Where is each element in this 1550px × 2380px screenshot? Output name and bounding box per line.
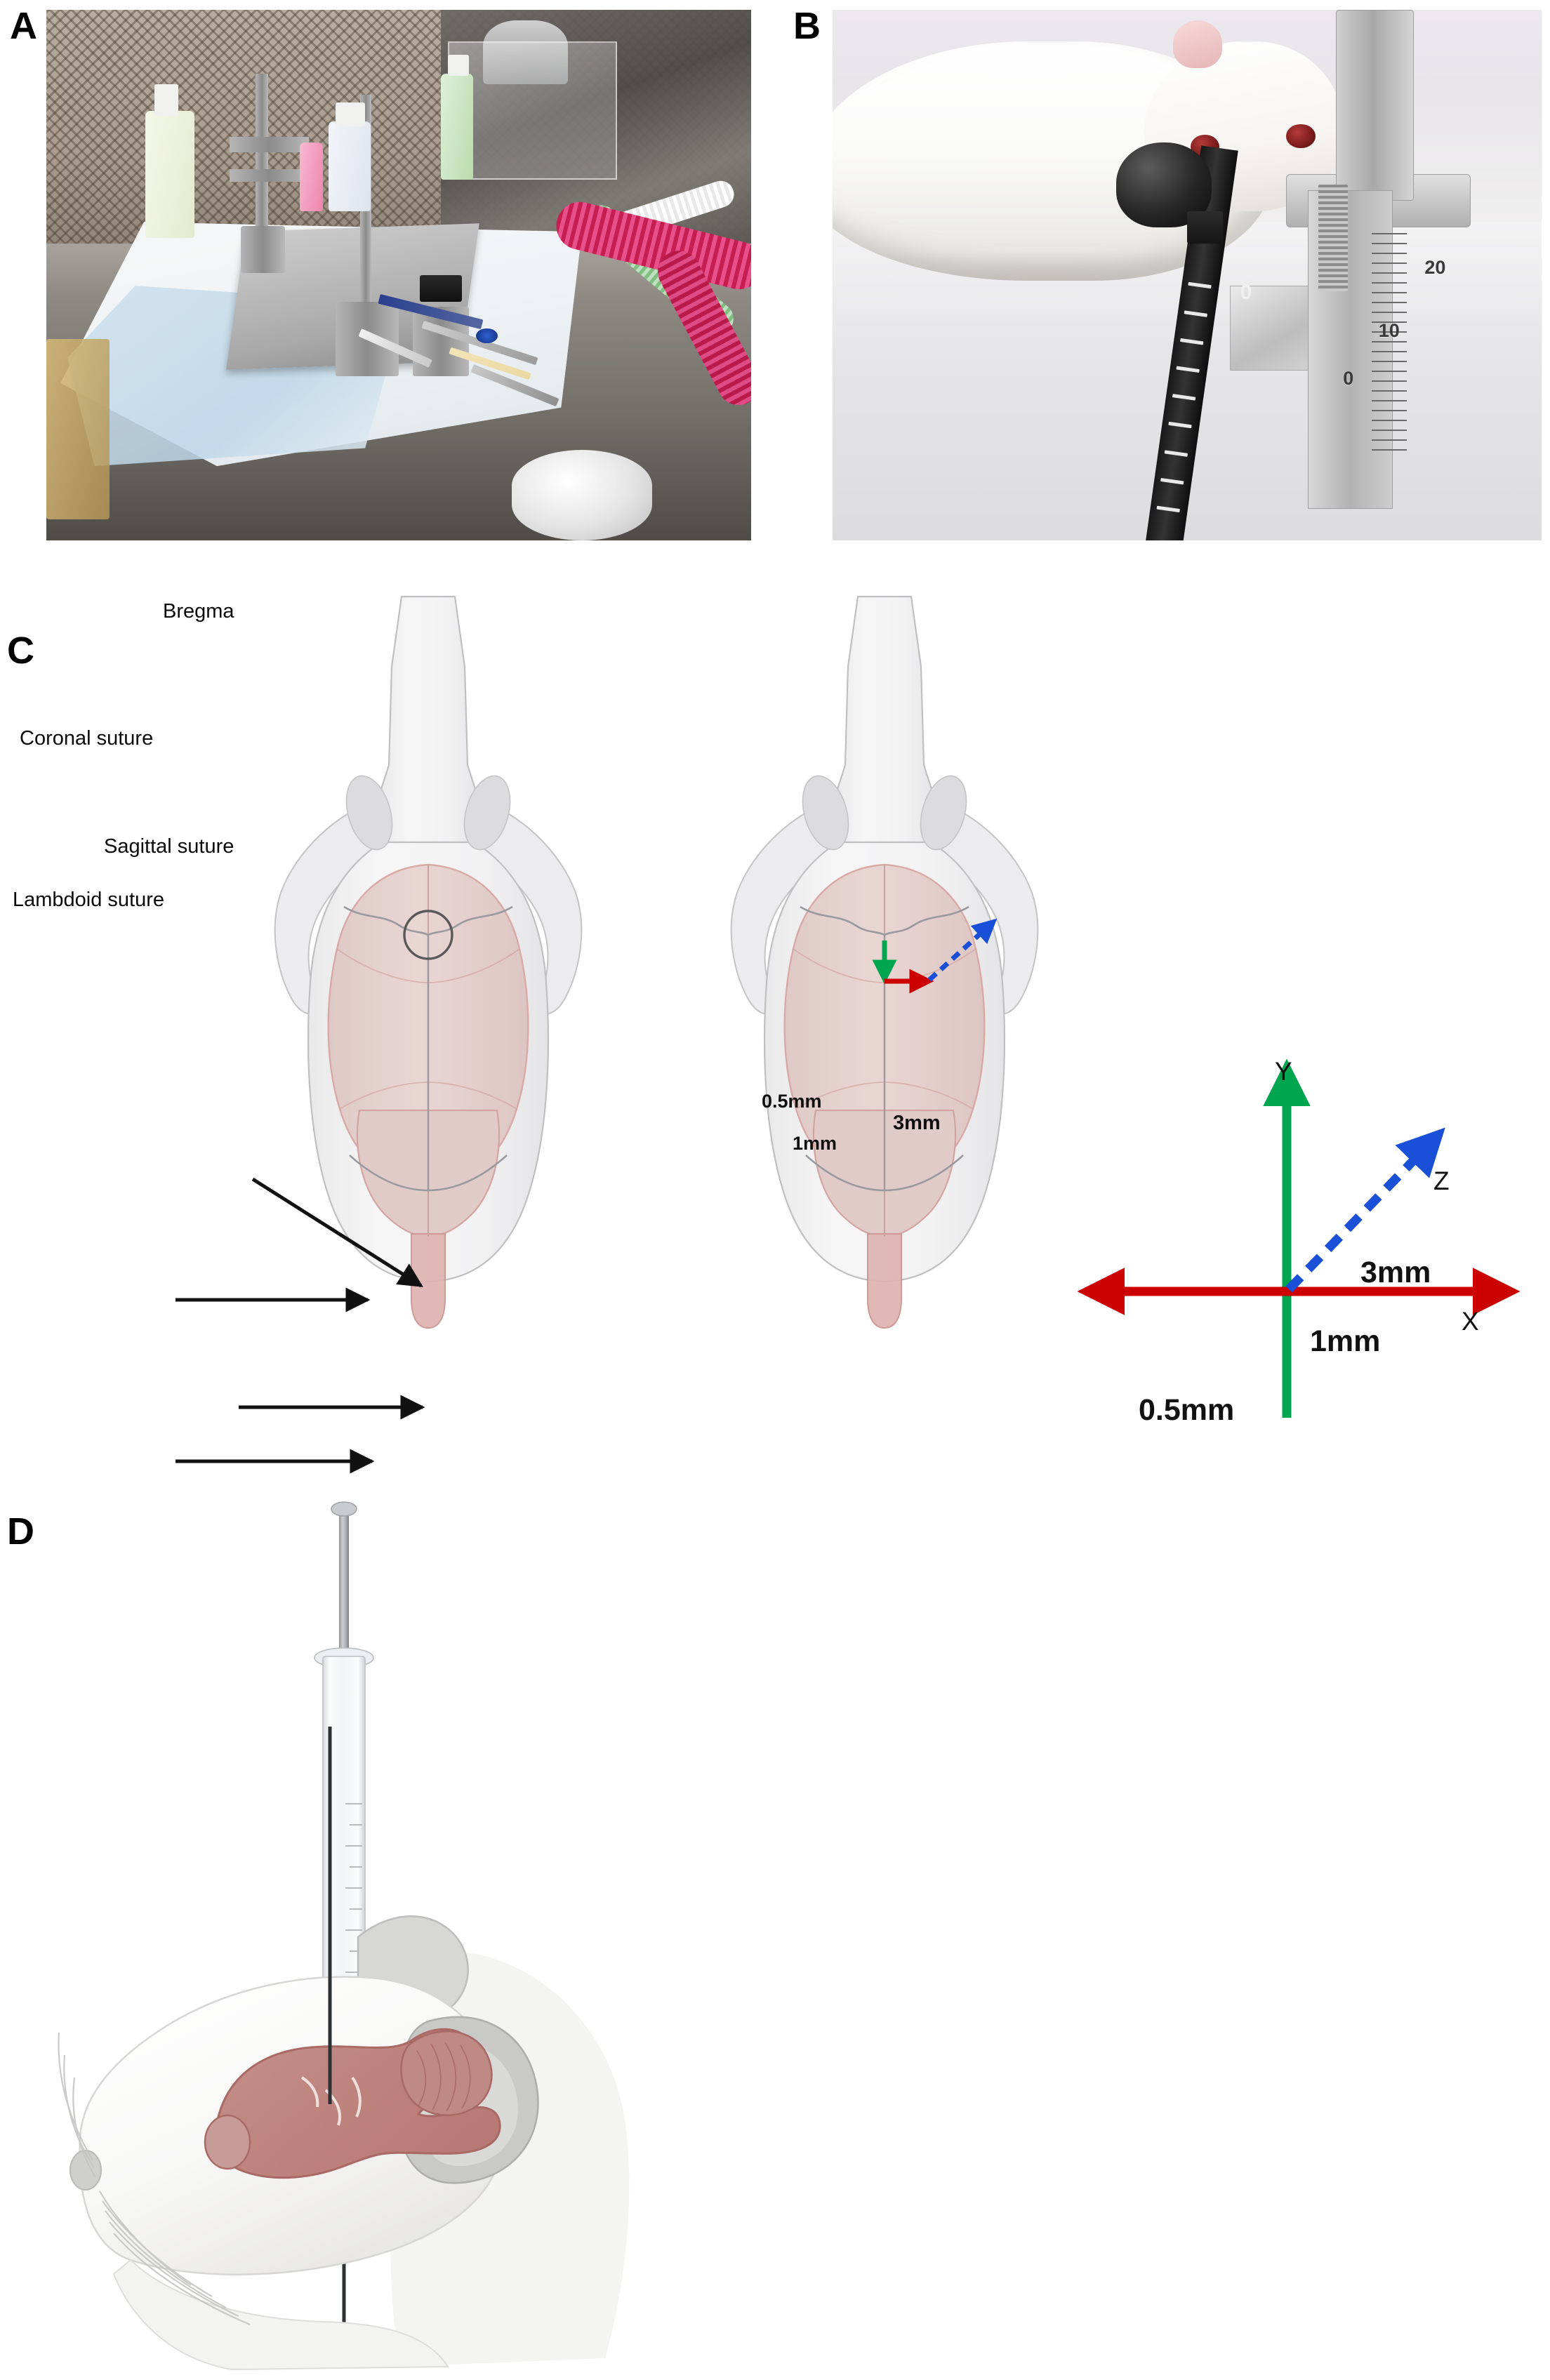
spray-bottle <box>145 110 194 239</box>
black-clamp <box>420 275 463 302</box>
label-bregma: Bregma <box>163 600 234 623</box>
rat-nose <box>69 2150 102 2190</box>
nasal-bone <box>833 595 936 886</box>
label-lambdoid-suture: Lambdoid suture <box>13 889 165 911</box>
axis-value-x: 1mm <box>1310 1324 1381 1358</box>
threaded-screw <box>1318 185 1349 291</box>
landmark-skull-diagram <box>232 590 625 1362</box>
panel-b-photograph: 0 20 10 0 <box>833 10 1542 540</box>
blue-cap <box>476 328 498 343</box>
zygomatic-arch-right <box>468 799 583 1015</box>
panel-letter-a: A <box>10 5 37 47</box>
orbital-bulge-left <box>802 775 849 851</box>
rat-ear <box>1172 20 1223 69</box>
xyz-axis-key <box>1077 983 1521 1418</box>
manipulator-column <box>1336 10 1415 201</box>
panel-d-illustration <box>0 1501 1550 2380</box>
scale-label-zero-bottom: 0 <box>1343 368 1354 390</box>
label-sagittal-suture: Sagittal suture <box>104 835 234 858</box>
axis-label-z: Z <box>1433 1166 1450 1195</box>
stereotaxic-frame <box>223 73 314 286</box>
zygomatic-arch-right <box>924 799 1039 1015</box>
axis-value-z: 3mm <box>1360 1256 1431 1289</box>
panel-letter-c: C <box>7 630 34 672</box>
vernier-scale-ticks <box>1371 232 1407 456</box>
orbital-bulge-right <box>463 775 511 851</box>
ear-bar-stem <box>1187 211 1223 244</box>
coordinate-skull-diagram <box>688 590 1081 1362</box>
panel-a-photograph <box>46 10 751 540</box>
axis-value-y: 0.5mm <box>1139 1393 1235 1427</box>
bregma-marker <box>403 910 453 960</box>
label-coronal-suture: Coronal suture <box>20 727 154 750</box>
axis-label-x: X <box>1462 1307 1479 1336</box>
zygomatic-arch-left <box>274 799 389 1015</box>
orbital-bulge-right <box>920 775 967 851</box>
zygomatic-arch-left <box>730 799 845 1015</box>
brainstem <box>867 1233 902 1329</box>
rat-eye-right <box>1286 124 1316 149</box>
bedding-jar <box>46 338 110 519</box>
label-ap-coordinate: 0.5mm <box>762 1091 822 1112</box>
plunger-cap <box>331 1501 357 1517</box>
scale-label-20: 20 <box>1424 256 1446 278</box>
olfactory-bulb <box>204 2114 251 2170</box>
scale-label-10: 10 <box>1378 320 1400 342</box>
waste-bucket <box>511 450 653 540</box>
label-dv-coordinate: 3mm <box>893 1112 941 1134</box>
brainstem <box>411 1233 446 1329</box>
pink-reagent-bottle <box>300 142 323 212</box>
saline-bottle <box>328 121 371 212</box>
nasal-bone <box>376 595 480 886</box>
panel-letter-b: B <box>793 5 821 47</box>
z-axis-blue <box>1285 1127 1445 1293</box>
orbital-bulge-left <box>345 775 393 851</box>
rat-head-lateral-diagram <box>7 1727 639 2372</box>
cerebellar-folia <box>416 2042 471 2112</box>
plunger-rod <box>339 1503 349 1659</box>
panel-letter-d: D <box>7 1510 34 1553</box>
lambdoid-suture-line <box>349 1155 508 1192</box>
disinfectant-bottle <box>441 73 474 180</box>
whiskers <box>58 2032 251 2326</box>
induction-chamber <box>448 41 618 180</box>
panel-c-illustration <box>0 561 1550 1502</box>
overhead-lamp <box>483 20 568 84</box>
brain-overlay-lateral <box>204 2028 501 2179</box>
label-ml-coordinate: 1mm <box>793 1133 837 1154</box>
dv-arrow-blue <box>927 918 998 982</box>
axis-label-y: Y <box>1275 1057 1292 1086</box>
scale-label-zero-top: 0 <box>1240 280 1252 304</box>
lambdoid-suture-line <box>805 1155 964 1192</box>
